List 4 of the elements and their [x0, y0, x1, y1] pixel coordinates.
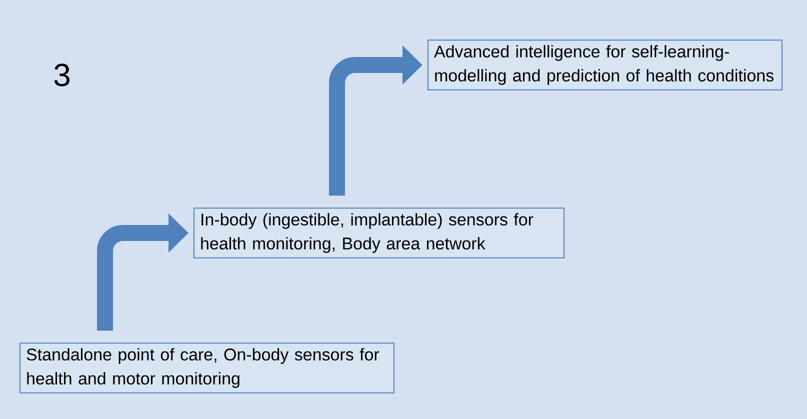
text-box: In-body (ingestible, implantable) sensors for health monitoring, Body area network [194, 208, 564, 258]
text-box: Advanced intelligence for self-learning-modelling and prediction of health conditions [428, 40, 782, 90]
text-box: Standalone point of care, On-body sensors for health and motor monitoring [20, 342, 394, 394]
step-number: 3 [54, 64, 70, 86]
